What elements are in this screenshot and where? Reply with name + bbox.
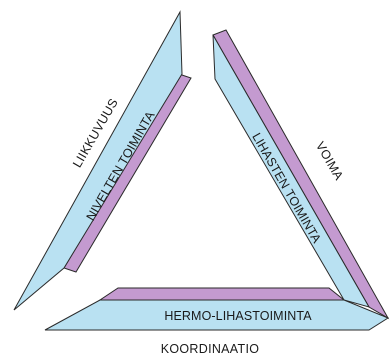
- bottom-outer-label: KOORDINAATIO: [161, 342, 260, 356]
- right-side-blue-band: [213, 35, 369, 307]
- bottom-inner-label: HERMO-LIHASTOIMINTA: [164, 309, 312, 323]
- bottom-side-purple-face: [100, 288, 344, 300]
- left-side-blue-band: [14, 12, 182, 310]
- left-side-purple-face: [64, 74, 191, 272]
- right-outer-label: VOIMA: [313, 139, 346, 182]
- right-side-purple-face: [213, 30, 388, 318]
